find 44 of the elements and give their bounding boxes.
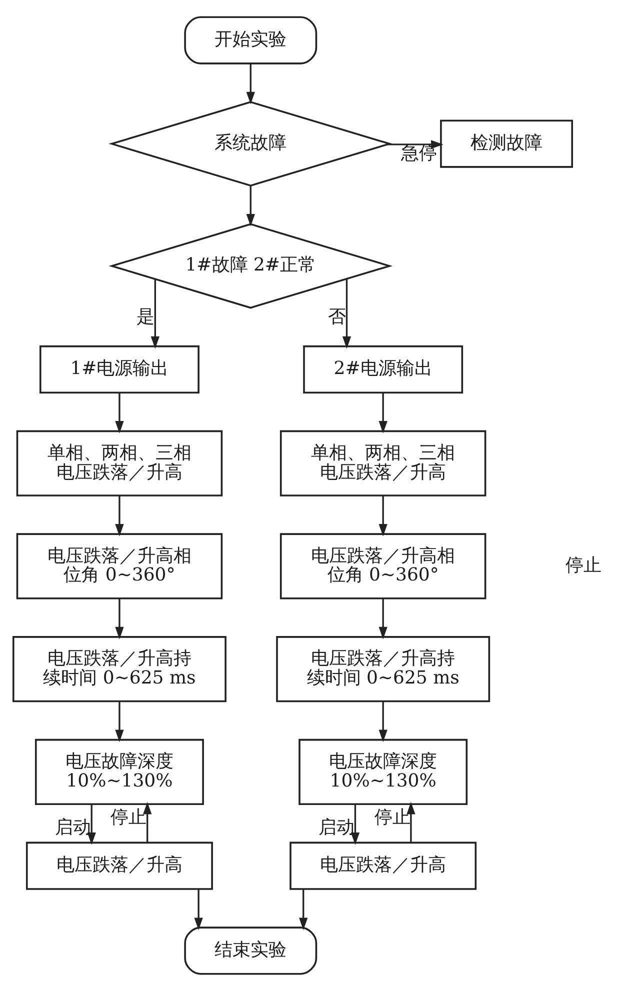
arrow: [115, 701, 124, 742]
node-box: 检测故障: [440, 119, 573, 168]
edge-label: 启动: [54, 816, 91, 838]
node-box: 电压故障深度 10%~130%: [298, 738, 468, 805]
arrow: [115, 495, 124, 536]
node-box: 电压跌落／升高: [26, 841, 213, 890]
arrow: [87, 804, 96, 844]
arrow: [194, 888, 203, 930]
node-box: 电压跌落／升高相位角 0~360°: [16, 532, 223, 599]
arrow: [246, 63, 255, 104]
edge-label: 是: [136, 306, 155, 328]
arrow: [378, 701, 388, 742]
arrow: [115, 598, 124, 639]
node-diamond: 1#故障 2#正常: [108, 222, 393, 308]
edge-label: 急停: [401, 142, 438, 164]
node-box: 开始实验: [184, 16, 318, 64]
node-box: 电压故障深度 10%~130%: [34, 738, 204, 805]
node-box: 电压跌落／升高持续时间 0~625 ms: [276, 636, 490, 702]
node-diamond: 系统故障: [108, 100, 393, 186]
node-box: 单相、两相、三相电压跌落／升高: [16, 430, 223, 496]
arrow: [150, 278, 160, 348]
arrow: [378, 495, 388, 536]
edge-label: 停止: [374, 806, 410, 828]
node-box: 2#电源输出: [303, 344, 464, 394]
node-box: 电压跌落／升高相位角 0~360°: [280, 532, 486, 599]
node-box: 单相、两相、三相电压跌落／升高: [280, 430, 486, 496]
node-box: 结束实验: [184, 926, 318, 974]
arrow: [388, 140, 444, 148]
label: 停止: [566, 554, 602, 576]
arrow: [378, 392, 388, 433]
node-box: 电压跌落／升高: [290, 841, 477, 890]
arrow: [143, 801, 152, 842]
arrow: [406, 801, 416, 842]
node-box: 1#电源输出: [39, 344, 200, 394]
arrow: [246, 185, 255, 226]
edge-label: 停止: [110, 806, 147, 828]
arrow: [350, 804, 360, 844]
arrow: [115, 392, 124, 433]
arrow: [378, 598, 388, 639]
edge-label: 启动: [318, 816, 355, 838]
arrow: [342, 278, 352, 348]
node-box: 电压跌落／升高持续时间 0~625 ms: [12, 636, 226, 702]
edge-label: 否: [328, 306, 346, 328]
arrow: [299, 888, 308, 930]
